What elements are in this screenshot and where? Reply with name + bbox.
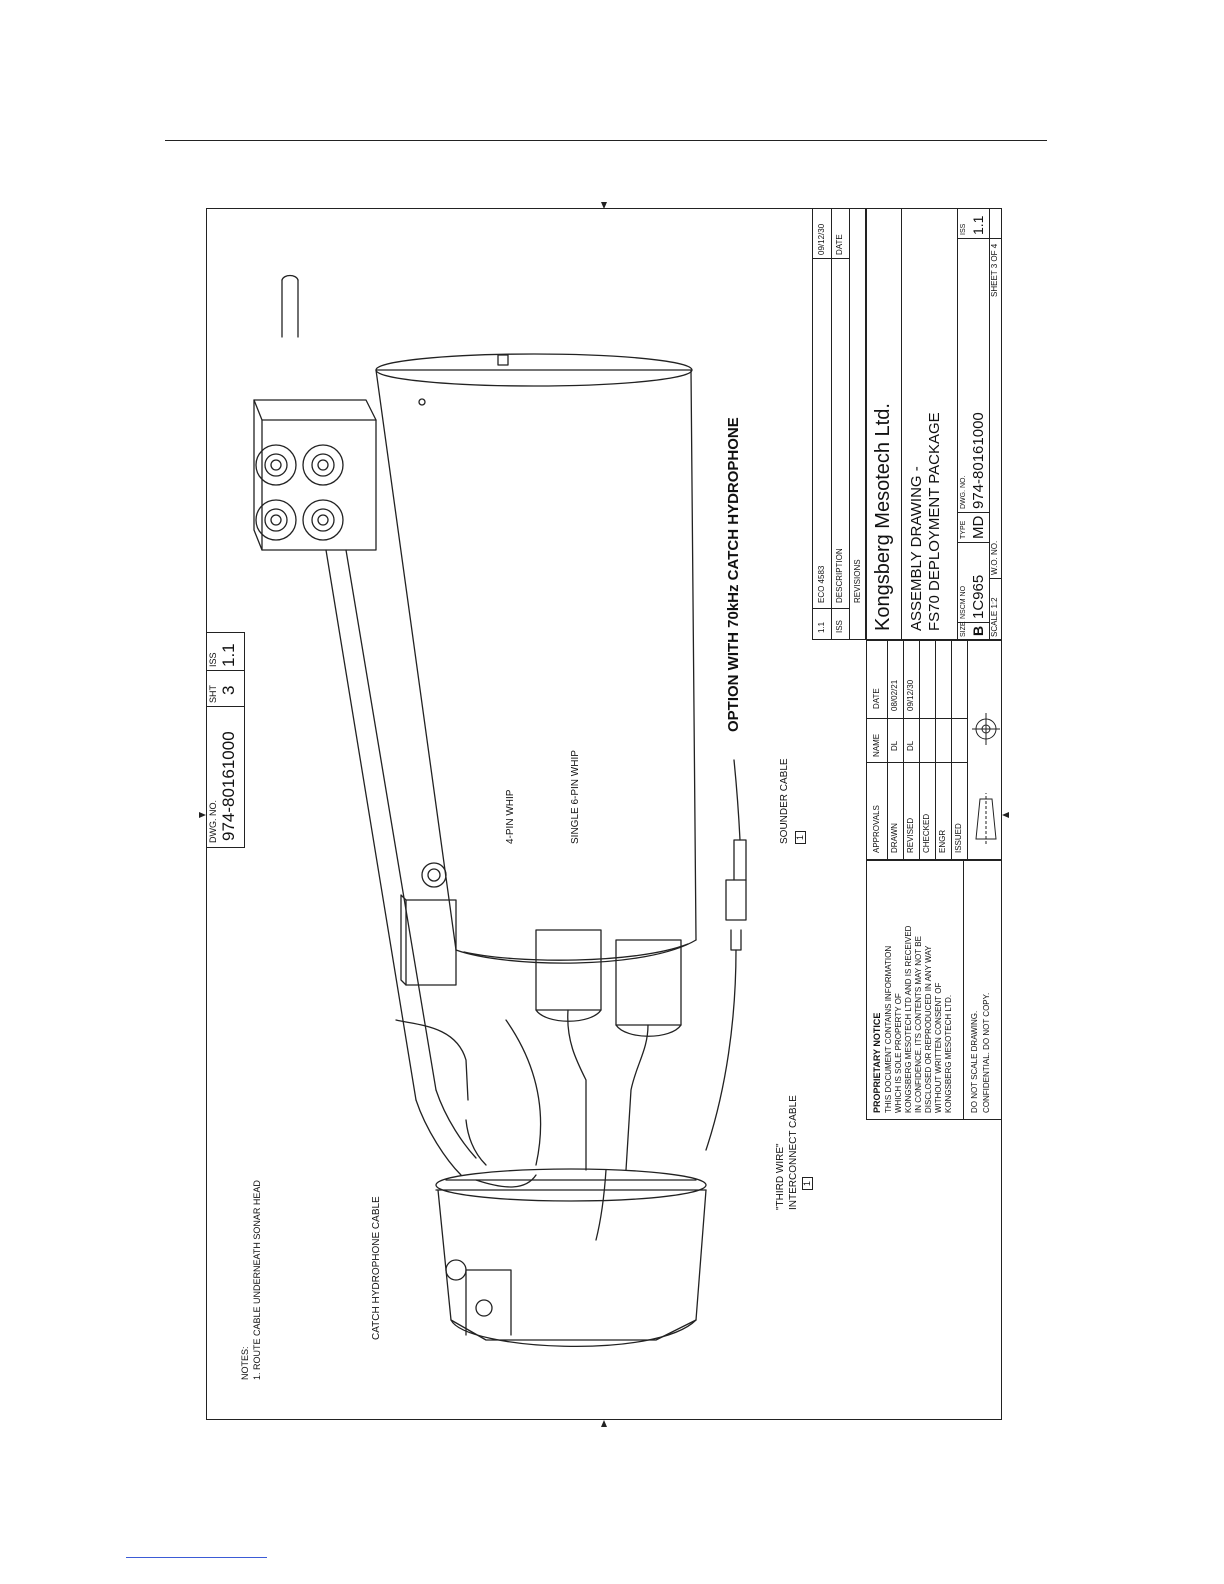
callout-third-wire-note-ref: 1	[802, 1176, 813, 1190]
approvals-block: APPROVALS NAME DATE DRAWN DL 08/02/21 RE…	[866, 640, 1002, 860]
size-value: B	[970, 625, 986, 636]
callout-third-wire-line1: "THIRD WIRE"	[775, 1143, 786, 1210]
mounting-pole	[281, 274, 477, 1176]
approval-row-role: ISSUED	[954, 823, 963, 853]
frame-tick-top	[601, 202, 607, 209]
proprietary-line-7: KONGSBERG MESOTECH LTD.	[944, 994, 953, 1113]
revisions-header-iss: ISS	[835, 620, 844, 633]
hydrophone-cable-drawing	[395, 1019, 542, 1188]
callout-third-wire-line2: INTERCONNECT CABLE	[788, 1095, 799, 1210]
size-label: SIZE	[960, 621, 967, 637]
approvals-header-name: NAME	[872, 733, 881, 757]
proprietary-line-4: IN CONFIDENCE. ITS CONTENTS MAY NOT BE	[914, 936, 923, 1113]
frame-tick-bottom	[601, 1420, 607, 1427]
callout-catch-hydrophone-cable: CATCH HYDROPHONE CABLE	[371, 1196, 382, 1340]
frame-tick-left	[199, 812, 206, 818]
notes-heading: NOTES:	[240, 1346, 250, 1380]
company-name: Kongsberg Mesotech Ltd.	[872, 403, 894, 631]
housing-body	[375, 353, 697, 964]
bracket-clamp	[253, 399, 377, 551]
wo-label: W.O. NO.	[990, 540, 999, 575]
sonar-head	[435, 1168, 707, 1348]
rotated-sheet: DWG. NO. 974-80161000 SHT 3 ISS 1.1 OPTI…	[206, 208, 1002, 1420]
proprietary-line-2: WHICH IS SOLE PROPERTY OF	[894, 993, 903, 1113]
title-line-1: ASSEMBLY DRAWING -	[908, 466, 925, 631]
nscm-label: NSCM NO	[960, 585, 967, 619]
dwg-label: DWG. NO.	[960, 475, 967, 509]
callout-sounder-note-ref: 1	[795, 830, 806, 844]
dwg-value: 974-80161000	[970, 412, 987, 509]
approval-row-role: ENGR	[938, 829, 947, 853]
approval-row-role: CHECKED	[922, 813, 931, 853]
notes-item-1: 1. ROUTE CABLE UNDERNEATH SONAR HEAD	[252, 1180, 262, 1380]
iss-value: 1.1	[970, 215, 986, 235]
revisions-label: REVISIONS	[853, 559, 862, 603]
approval-row-name: DL	[890, 740, 899, 751]
scale-note: DO NOT SCALE DRAWING.	[970, 1010, 979, 1113]
iss-label: ISS	[960, 223, 967, 235]
callout-sounder-cable: SOUNDER CABLE	[779, 758, 790, 844]
approval-row-role: REVISED	[906, 817, 915, 853]
proprietary-notice-block: PROPRIETARY NOTICE THIS DOCUMENT CONTAIN…	[866, 860, 1002, 1120]
revisions-header-description: DESCRIPTION	[835, 548, 844, 603]
callout-four-pin-whip: 4-PIN WHIP	[505, 789, 516, 844]
proprietary-line-1: THIS DOCUMENT CONTAINS INFORMATION	[884, 945, 893, 1113]
proprietary-line-5: DISCLOSED OR REPRODUCED IN ANY WAY	[924, 945, 933, 1113]
side-plate	[400, 862, 457, 986]
approval-row-role: DRAWN	[890, 823, 899, 853]
assembly-illustration	[253, 274, 747, 1348]
approval-row-date: 08/02/21	[890, 679, 899, 711]
proprietary-line-3: KONGSBERG MESOTECH LTD AND IS RECEIVED	[904, 925, 913, 1113]
revision-iss: 1.1	[817, 621, 826, 633]
type-value: MD	[970, 515, 987, 539]
page-top-rule	[165, 140, 1047, 141]
footnote-rule	[126, 1557, 267, 1558]
whip-connectors	[535, 929, 682, 1241]
type-label: TYPE	[960, 520, 967, 539]
revisions-block: 1.1 ECO 4583 09/12/30 ISS DESCRIPTION DA…	[812, 208, 866, 640]
revision-description: ECO 4583	[817, 565, 826, 603]
revision-date: 09/12/30	[817, 223, 826, 255]
callout-single-six-pin-whip: SINGLE 6-PIN WHIP	[570, 750, 581, 844]
confidential-note: CONFIDENTIAL. DO NOT COPY.	[982, 992, 991, 1113]
sheet-value: SHEET 3 OF 4	[990, 243, 999, 297]
approvals-header-date: DATE	[872, 688, 881, 709]
approval-row-name: DL	[906, 740, 915, 751]
scale-value: SCALE 1:2	[990, 597, 999, 637]
revisions-header-date: DATE	[835, 234, 844, 255]
approval-row-date: 09/12/30	[906, 679, 915, 711]
proprietary-heading: PROPRIETARY NOTICE	[872, 1012, 882, 1113]
title-block: Kongsberg Mesotech Ltd. ASSEMBLY DRAWING…	[866, 208, 1002, 640]
sounder-cable-drawing	[705, 759, 747, 1151]
frame-tick-right	[1002, 812, 1009, 818]
proprietary-line-6: WITHOUT WRITTEN CONSENT OF	[934, 982, 943, 1113]
approvals-header-role: APPROVALS	[872, 805, 881, 853]
projection-symbol-icon	[972, 713, 1000, 844]
title-line-2: FS70 DEPLOYMENT PACKAGE	[926, 412, 943, 631]
nscm-value: 1C965	[970, 574, 987, 619]
